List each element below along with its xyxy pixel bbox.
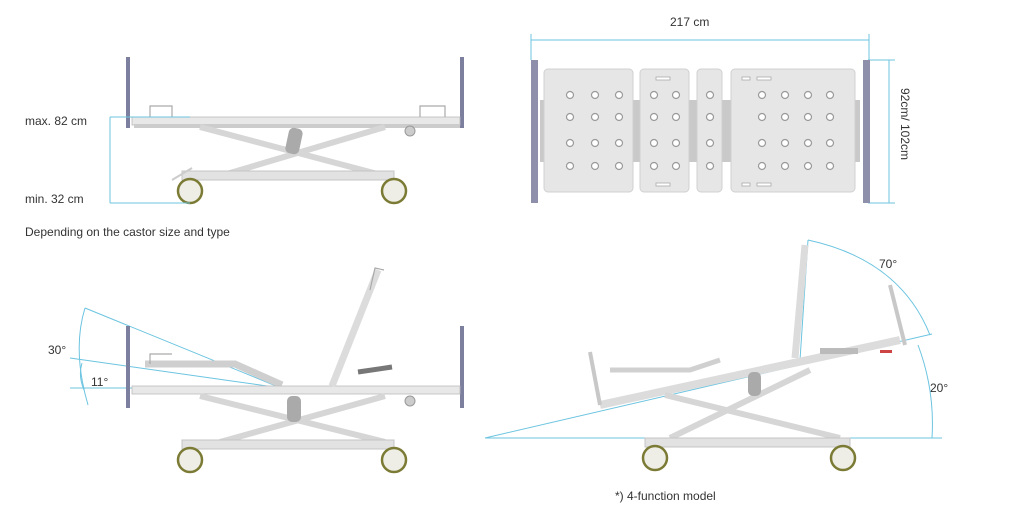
- mattress-platform: [131, 385, 461, 395]
- base-frame: [181, 439, 395, 450]
- footnote: *) 4-function model: [615, 489, 716, 503]
- deck-section: [639, 68, 690, 193]
- deck-section: [696, 68, 723, 193]
- angle-20-label: 20°: [930, 381, 949, 395]
- castor-wheel: [641, 444, 669, 472]
- angle-30-label: 30°: [48, 343, 67, 357]
- deck-section: [543, 68, 634, 193]
- castor-wheel: [176, 177, 204, 205]
- angle-line-30: [84, 307, 282, 389]
- side-rail: [149, 105, 446, 117]
- bed-side-view-tilt: [484, 239, 942, 472]
- bed-side-view-height: [109, 57, 464, 205]
- max-height-label: max. 82 cm: [25, 114, 88, 128]
- castor-wheel: [380, 446, 408, 474]
- castor-note: Depending on the castor size and type: [25, 225, 230, 239]
- footboard: [460, 57, 464, 128]
- bed-top-view: [530, 34, 895, 204]
- footboard: [888, 284, 907, 346]
- headboard: [531, 60, 538, 203]
- ventilation-holes: [565, 90, 835, 171]
- angle-line-11: [69, 357, 282, 389]
- scissor-arm: [219, 124, 386, 179]
- castor-wheel: [380, 177, 408, 205]
- headboard: [126, 326, 130, 408]
- headboard: [126, 57, 130, 128]
- footboard: [460, 326, 464, 408]
- mattress-platform: [131, 116, 461, 126]
- base-frame: [181, 170, 395, 181]
- backrest: [791, 244, 809, 359]
- backrest-actuator: [357, 364, 393, 375]
- castor-wheel: [176, 446, 204, 474]
- footboard: [863, 60, 870, 203]
- angle-70-label: 70°: [879, 257, 898, 271]
- scissor-arm: [219, 393, 386, 445]
- leg-section: [610, 357, 721, 373]
- min-height-label: min. 32 cm: [25, 192, 84, 206]
- leg-section: [145, 360, 284, 389]
- actuator: [748, 372, 761, 396]
- deck-section: [730, 68, 856, 193]
- width-label: 92cm/ 102cm: [898, 88, 912, 161]
- scissor-arm: [668, 367, 812, 441]
- length-label: 217 cm: [670, 15, 710, 29]
- base-frame: [644, 437, 851, 448]
- angle-11-label: 11°: [91, 375, 109, 389]
- actuator: [285, 127, 303, 155]
- bed-side-view-leg-raise: [69, 267, 464, 474]
- castor-wheel: [829, 444, 857, 472]
- headboard: [588, 351, 602, 406]
- scissor-arm: [664, 392, 841, 441]
- backrest-angle-arc: [807, 239, 931, 336]
- actuator: [287, 396, 301, 422]
- tilt-angle-arc: [917, 344, 933, 439]
